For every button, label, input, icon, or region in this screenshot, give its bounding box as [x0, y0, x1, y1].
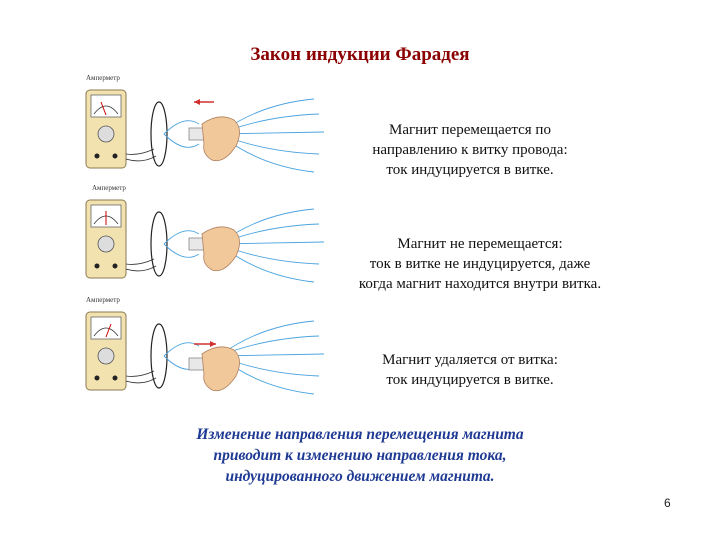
- wire-loop: [150, 211, 168, 277]
- motion-arrow-right-icon: [194, 341, 216, 347]
- induction-scene-1: [85, 89, 325, 173]
- field-lines: [163, 320, 325, 395]
- panel-3-description: Магнит удаляется от витка: ток индуцируе…: [382, 352, 558, 388]
- ammeter-icon: [85, 199, 127, 279]
- page-number: 6: [664, 496, 671, 510]
- hand-icon: [201, 226, 240, 272]
- motion-arrow-left-icon: [194, 99, 214, 105]
- ammeter-icon: [85, 89, 127, 169]
- induction-scene-3: [85, 311, 325, 395]
- induction-scene-2: [85, 199, 325, 283]
- wire-loop: [150, 101, 168, 167]
- wire-loop: [150, 323, 168, 389]
- panel-2-description: Магнит не перемещается: ток в витке не и…: [358, 236, 602, 292]
- ammeter-label: Амперметр: [92, 184, 126, 192]
- ammeter-label: Амперметр: [86, 296, 120, 304]
- hand-icon: [201, 116, 240, 162]
- hand-icon: [201, 346, 240, 392]
- panel-1-description: Магнит перемещается по направлению к вит…: [372, 122, 568, 178]
- conclusion-text: Изменение направления перемещения магнит…: [196, 426, 524, 485]
- ammeter-label: Амперметр: [86, 74, 120, 82]
- ammeter-icon: [85, 311, 127, 391]
- field-lines: [163, 208, 325, 283]
- slide-title: Закон индукции Фарадея: [250, 44, 470, 65]
- field-lines: [163, 98, 325, 173]
